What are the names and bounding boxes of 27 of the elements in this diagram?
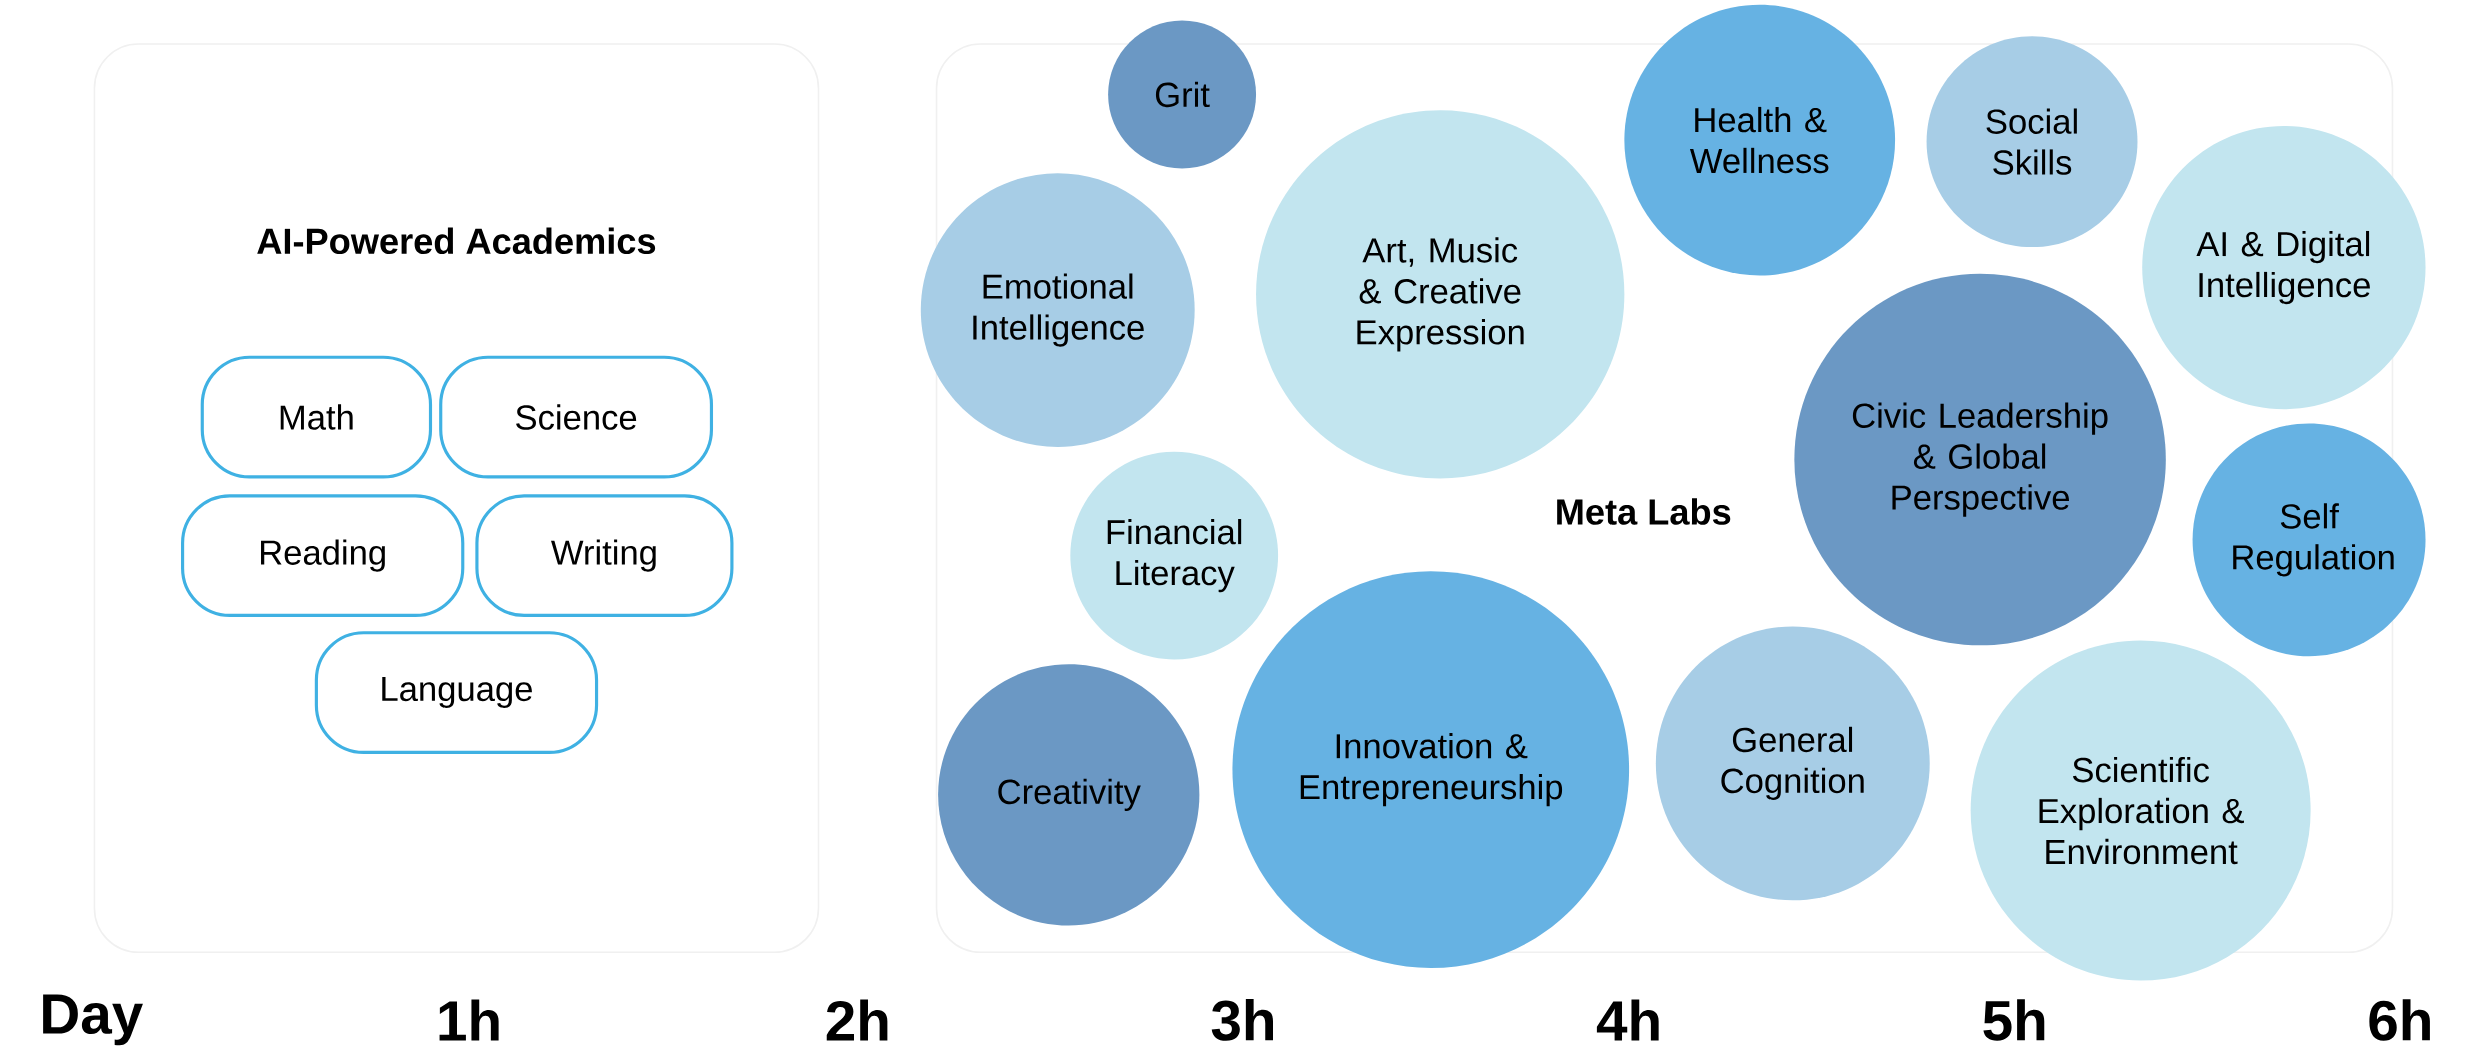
time-label: 6h [2369,998,2430,1041]
skill-bubble: Grit [1108,20,1257,169]
skill-bubble: Financial Literacy [1070,451,1279,660]
subject-pill: Language [314,630,599,754]
skill-bubble: General Cognition [1655,626,1930,901]
time-label: 4h [1596,999,1659,1041]
subject-pill: Science [439,355,714,479]
skill-bubble: Emotional Intelligence [920,172,1195,447]
skill-bubble: Scientific Exploration & Environment [1970,640,2311,981]
panel-heading: Meta Labs [1557,498,1731,525]
subject-pill: Math [200,355,433,479]
skill-bubble: Self Regulation [2192,423,2426,657]
skill-bubble: Innovation & Entrepreneurship [1232,571,1630,968]
time-label: 1h [439,999,499,1041]
subject-pill: Reading [181,494,465,617]
time-label: Day [43,994,143,1046]
skill-bubble: Art, Music & Creative Expression [1256,109,1625,479]
skill-bubble: Creativity [938,664,1200,926]
skill-bubble: Health & Wellness [1624,4,1896,276]
time-label: 2h [826,999,888,1041]
skill-bubble: AI & Digital Intelligence [2142,125,2426,410]
panel-heading: AI-Powered Academics [257,227,656,254]
time-label: 5h [1983,998,2045,1041]
subject-pill: Writing [475,494,734,617]
time-label: 3h [1211,998,1273,1041]
skill-bubble: Social Skills [1926,36,2138,247]
skill-bubble: Civic Leadership & Global Perspective [1794,273,2166,646]
